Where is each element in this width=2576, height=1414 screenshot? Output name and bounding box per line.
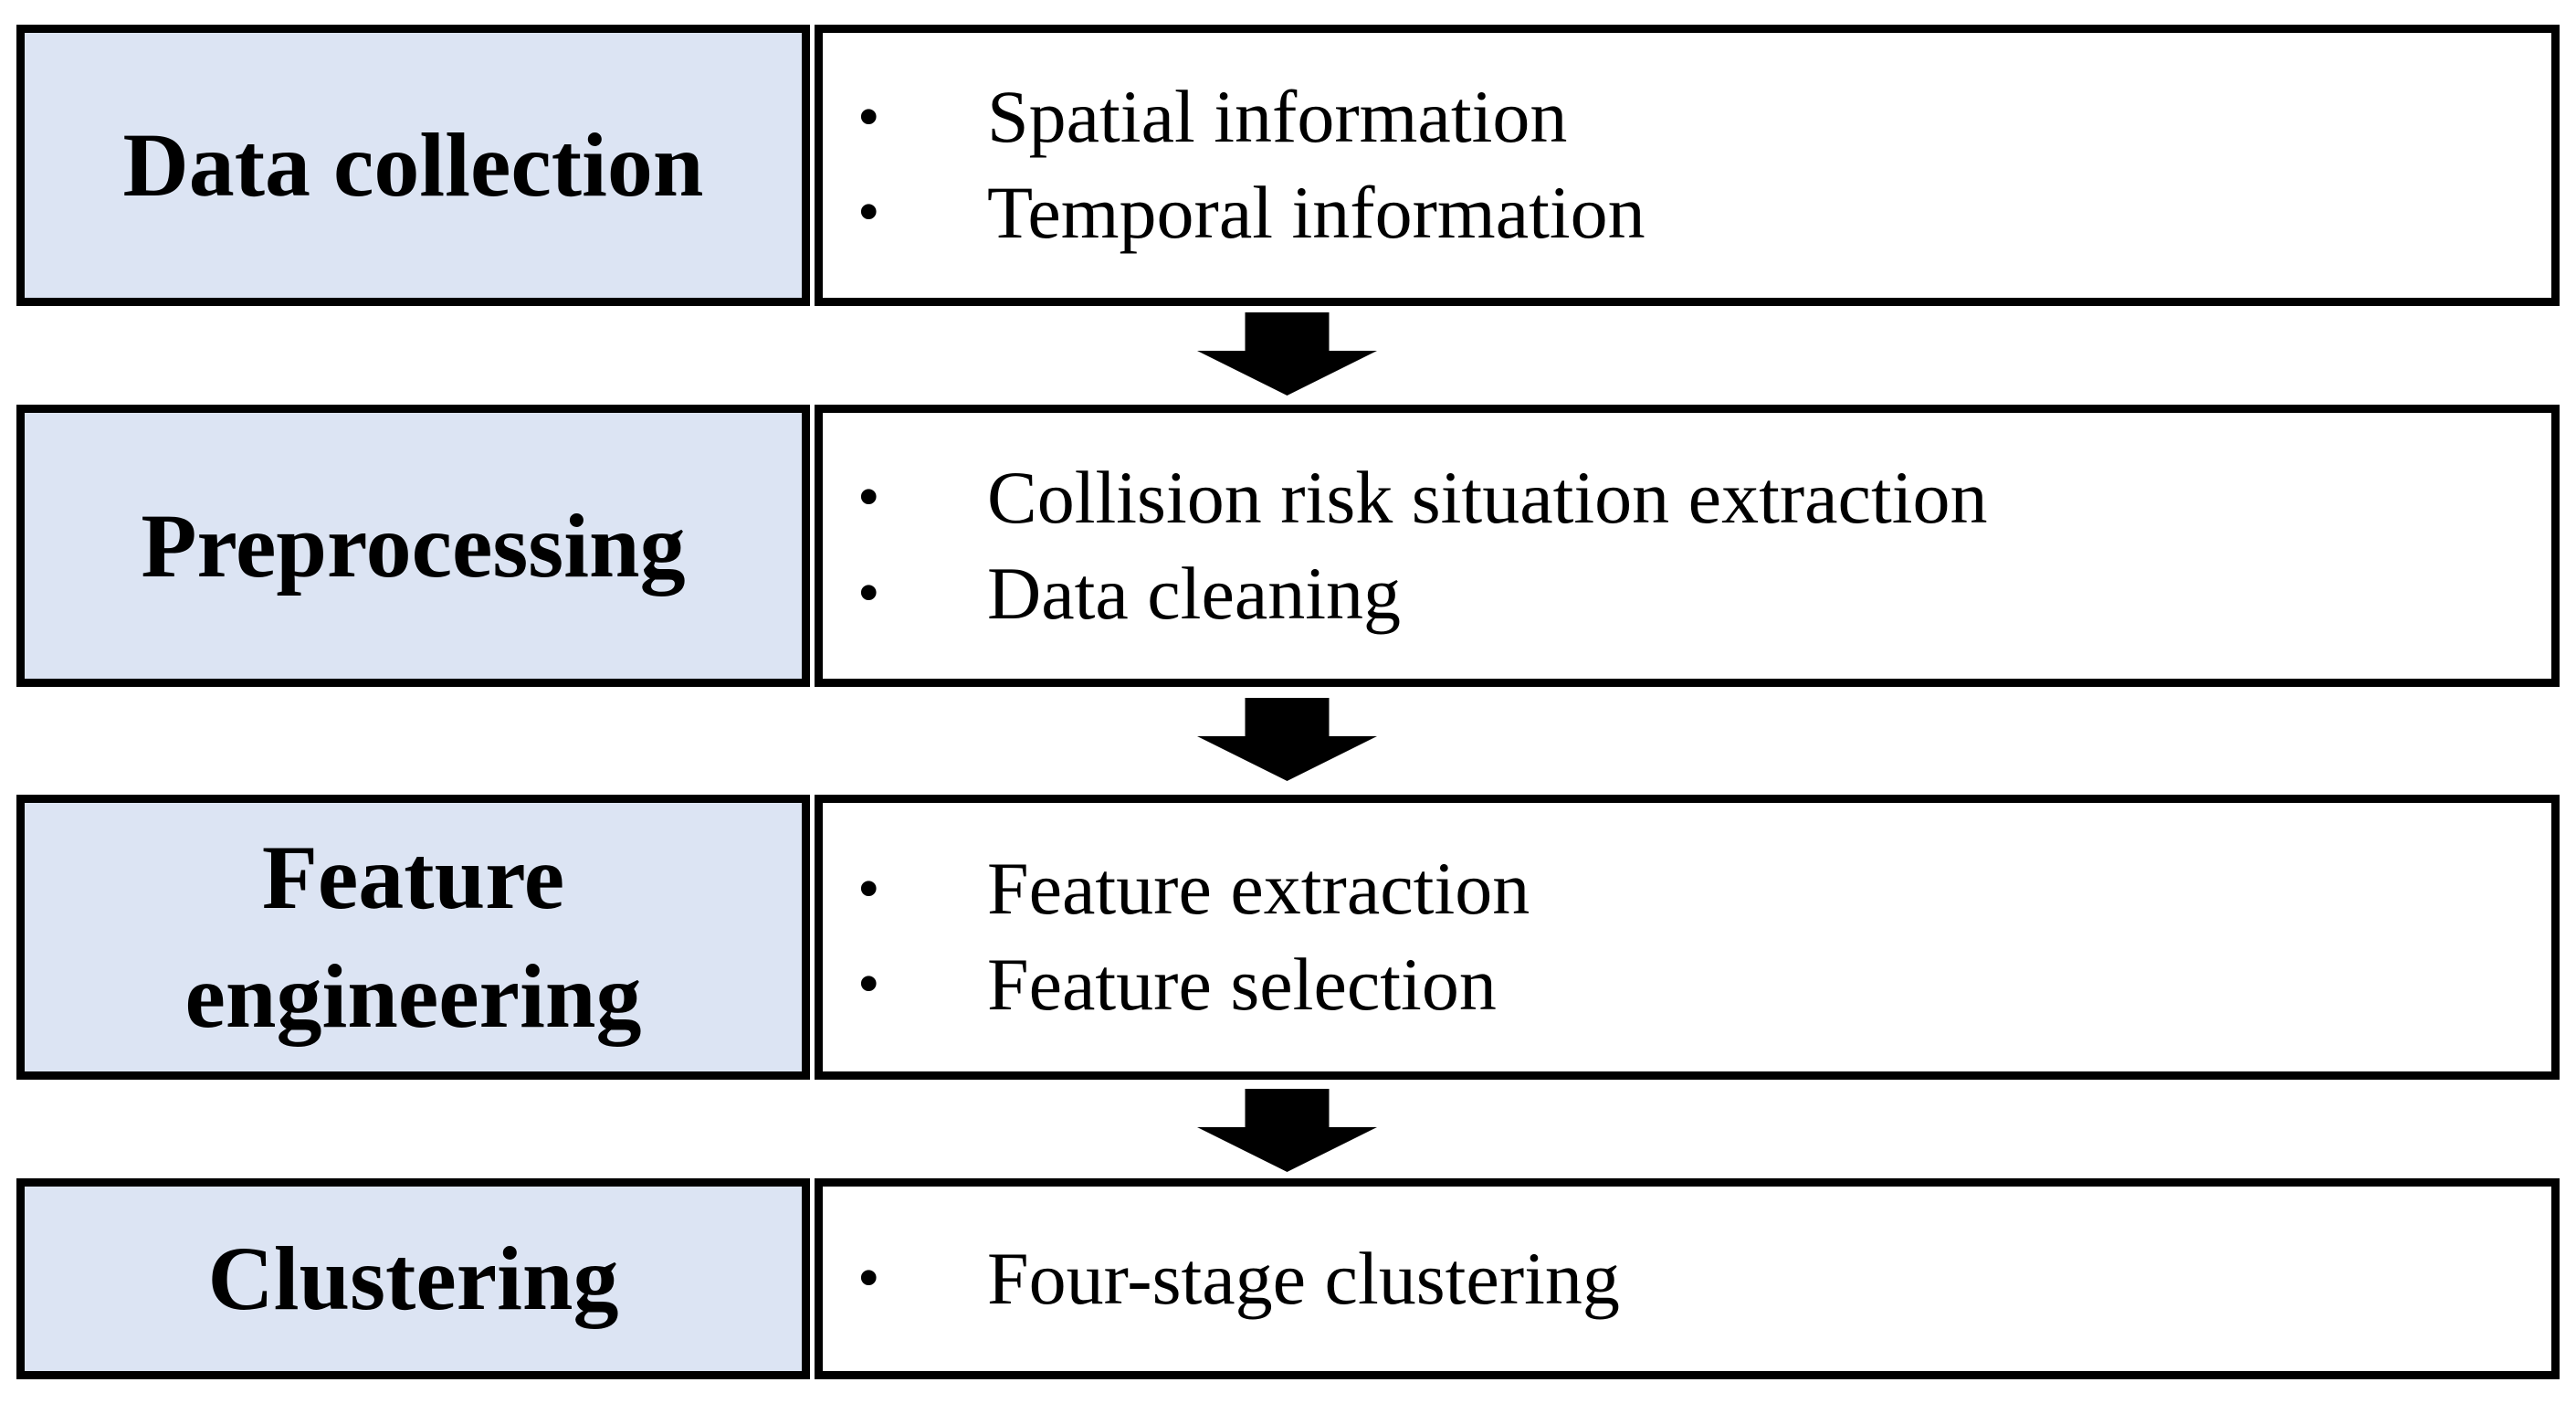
- bullet-icon: •: [857, 177, 880, 248]
- bullet-text: Feature extraction: [987, 847, 1530, 931]
- bullet-text: Four-stage clustering: [987, 1236, 1620, 1320]
- bullet-item: • Data cleaning: [823, 546, 2551, 642]
- stage-label: Feature engineering: [184, 827, 642, 1047]
- stage-content-box-data-collection: • Spatial information • Temporal informa…: [815, 25, 2560, 306]
- stage-content-box-feature-engineering: • Feature extraction • Feature selection: [815, 795, 2560, 1080]
- down-arrow-icon: [1197, 698, 1377, 781]
- bullet-icon: •: [857, 462, 880, 533]
- bullet-text: Feature selection: [987, 943, 1497, 1026]
- stage-label: Data collection: [122, 114, 704, 216]
- bullet-item: • Feature extraction: [823, 841, 2551, 937]
- stage-label: Preprocessing: [141, 494, 686, 596]
- stage-content-box-preprocessing: • Collision risk situation extraction • …: [815, 405, 2560, 687]
- stage-row-preprocessing: Preprocessing • Collision risk situation…: [0, 405, 2576, 687]
- bullet-text: Spatial information: [987, 75, 1568, 159]
- bullet-item: • Temporal information: [823, 165, 2551, 261]
- stage-label: Clustering: [207, 1228, 619, 1329]
- down-arrow-icon: [1197, 1089, 1377, 1172]
- bullet-icon: •: [857, 557, 880, 628]
- down-arrow-icon: [1197, 312, 1377, 396]
- stage-row-feature-engineering: Feature engineering • Feature extraction…: [0, 795, 2576, 1080]
- bullet-text: Temporal information: [987, 171, 1645, 254]
- stage-label-box-data-collection: Data collection: [16, 25, 810, 306]
- stage-label-box-clustering: Clustering: [16, 1178, 810, 1379]
- bullet-item: • Spatial information: [823, 69, 2551, 165]
- stage-row-data-collection: Data collection • Spatial information • …: [0, 25, 2576, 306]
- bullet-icon: •: [857, 1242, 880, 1314]
- bullet-icon: •: [857, 81, 880, 153]
- bullet-icon: •: [857, 853, 880, 924]
- stage-content-box-clustering: • Four-stage clustering: [815, 1178, 2560, 1379]
- bullet-icon: •: [857, 949, 880, 1020]
- bullet-item: • Feature selection: [823, 937, 2551, 1033]
- bullet-item: • Collision risk situation extraction: [823, 450, 2551, 546]
- bullet-text: Data cleaning: [987, 551, 1402, 635]
- bullet-item: • Four-stage clustering: [823, 1231, 2551, 1327]
- stage-label-box-preprocessing: Preprocessing: [16, 405, 810, 687]
- bullet-text: Collision risk situation extraction: [987, 455, 1988, 539]
- stage-row-clustering: Clustering • Four-stage clustering: [0, 1178, 2576, 1379]
- stage-label-box-feature-engineering: Feature engineering: [16, 795, 810, 1080]
